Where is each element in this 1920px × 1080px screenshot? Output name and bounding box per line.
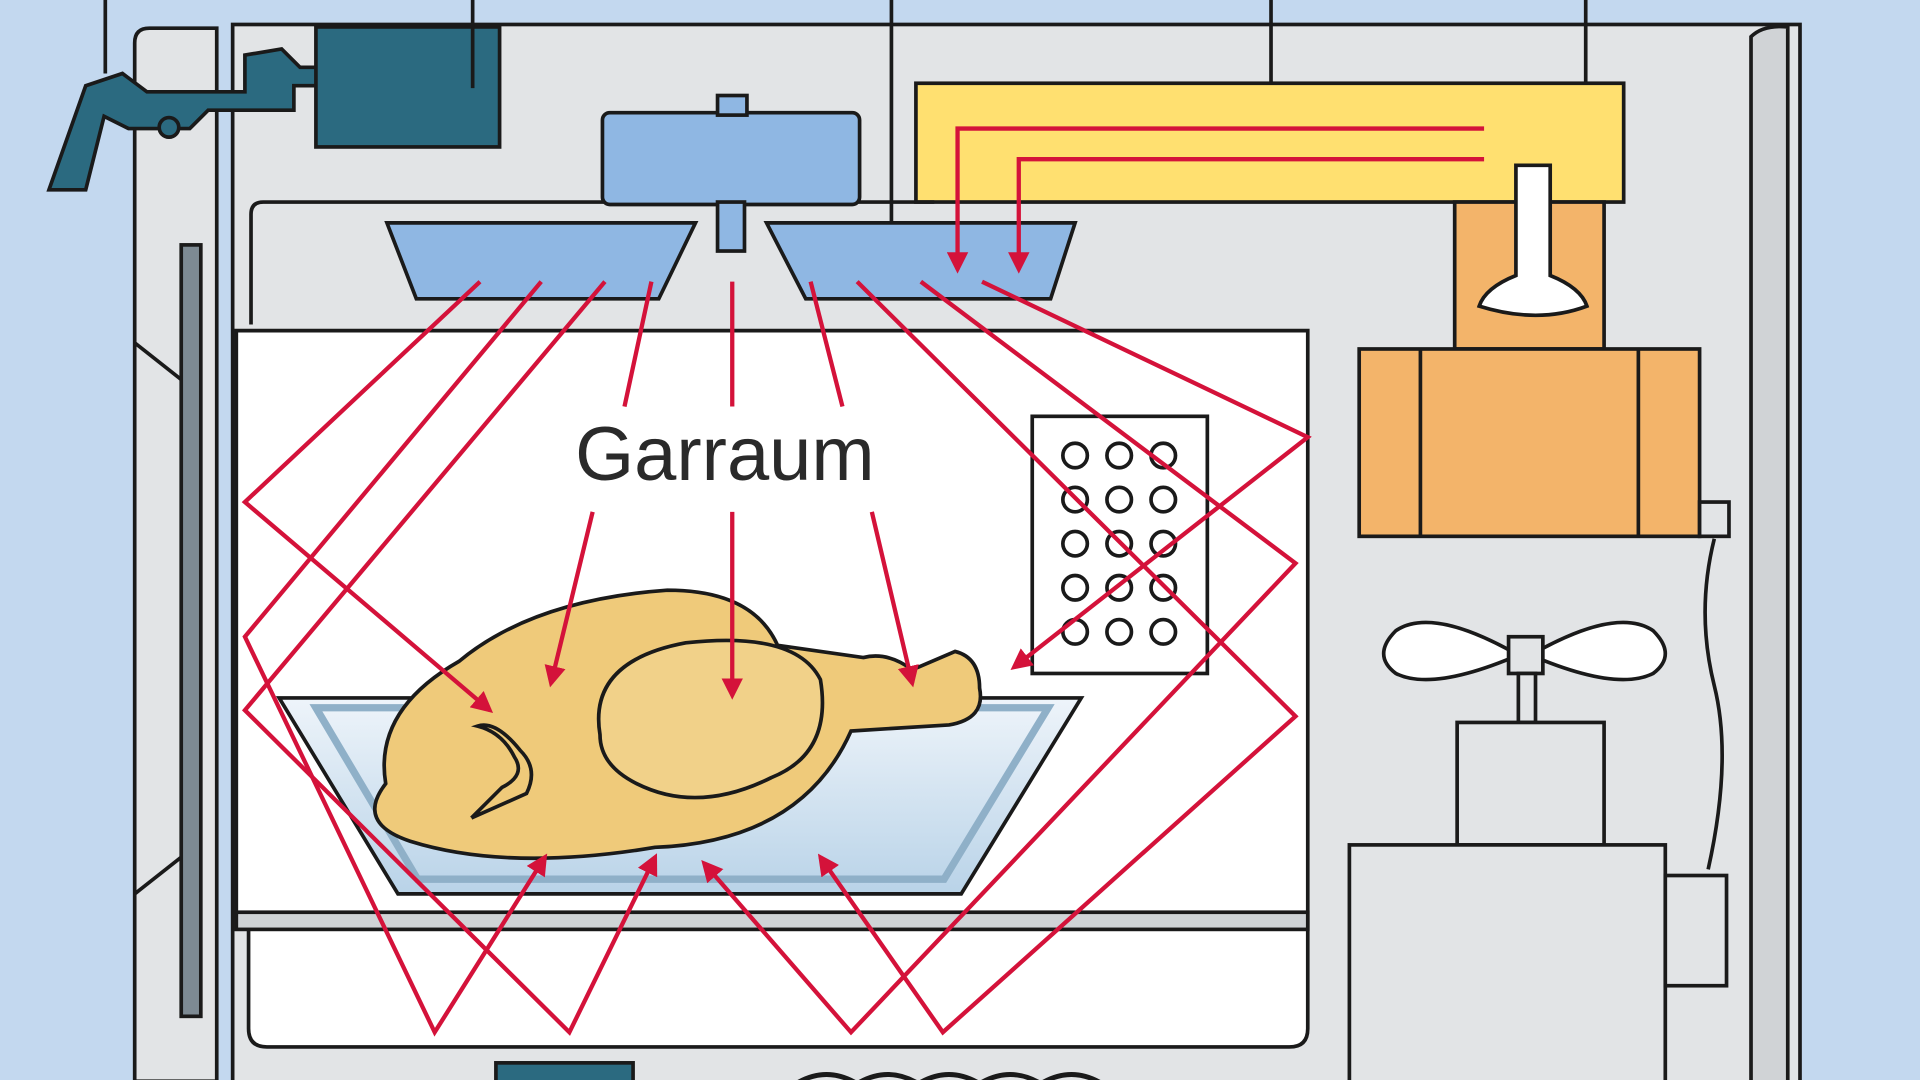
mode-stirrer-right xyxy=(763,221,1078,301)
capacitor xyxy=(1663,873,1729,988)
door-window-seal xyxy=(179,243,203,1019)
power-cable xyxy=(1703,538,1724,870)
cooling-fan xyxy=(1381,620,1668,725)
high-voltage-transformer xyxy=(1347,843,1668,1080)
cooking-chamber-label: Garraum xyxy=(575,412,874,497)
latch-pivot xyxy=(157,115,181,139)
door-line xyxy=(133,341,183,382)
cavity-ceiling xyxy=(249,200,935,325)
bottom-module xyxy=(494,1061,635,1080)
magnetron-connector xyxy=(1697,500,1731,539)
door-interlock-switch xyxy=(314,25,502,149)
roast-chicken xyxy=(373,588,983,861)
stirrer-shaft xyxy=(715,200,747,253)
fan-motor xyxy=(1455,720,1606,847)
oven-rack xyxy=(234,910,1310,932)
bottom-heating-element xyxy=(797,1072,1101,1080)
door-line xyxy=(133,855,183,896)
magnetron-body xyxy=(1357,347,1702,539)
mode-stirrer-left xyxy=(384,221,699,301)
waveguide xyxy=(914,81,1626,204)
housing-side-edge xyxy=(1749,24,1790,1080)
microwave-rays xyxy=(241,126,1485,1037)
oven-door xyxy=(132,26,219,1080)
magnetron-antenna xyxy=(1476,163,1590,318)
stirrer-motor xyxy=(600,110,862,207)
